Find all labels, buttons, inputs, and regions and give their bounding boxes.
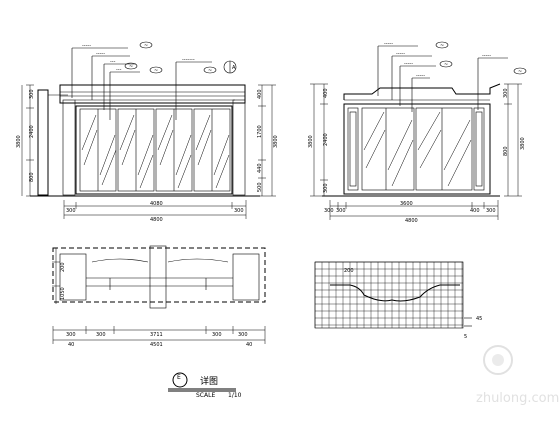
svg-text:~: ~ [518,69,522,75]
svg-text:400: 400 [323,88,329,98]
left-bubble-4 [203,66,217,74]
svg-text:300: 300 [238,332,248,338]
svg-text:~: ~ [208,68,212,74]
svg-text:300: 300 [29,89,35,99]
svg-text:500: 500 [257,182,263,192]
left-callout-4: --- [116,67,122,73]
svg-text:300: 300 [323,183,329,193]
plan-bottom-dims: 300 300 3711 300 300 4501 40 40 [52,326,266,348]
right-elevation: ----- ----- ----- ----- ----- ~ ~ ~ [308,41,527,224]
svg-text:3800: 3800 [520,137,526,150]
watermark-text: zhulong.com [476,391,559,406]
svg-text:~: ~ [440,43,444,49]
svg-text:300: 300 [96,332,106,338]
svg-text:~: ~ [154,68,158,74]
left-bubble-1 [139,41,153,49]
svg-text:~: ~ [129,64,133,70]
detail-symbol-circle [172,372,188,388]
right-elev-left-dims: 400 2400 300 3800 [308,83,329,197]
plan-center-post [149,245,167,309]
detail-grid-lines [314,261,463,328]
svg-text:2400: 2400 [29,125,35,138]
watermark-logo-icon [483,345,513,375]
right-bubble-2 [439,60,453,68]
svg-text:300: 300 [234,208,244,214]
svg-text:4501: 4501 [150,342,163,348]
left-callout-1: ----- [82,43,91,49]
svg-text:5: 5 [464,334,467,340]
left-pilaster [37,89,49,196]
svg-text:300: 300 [66,208,76,214]
svg-text:300: 300 [486,208,496,214]
watermark: zhulong.com [476,345,559,406]
detail-grid: 200 45 5 [314,261,482,340]
detail-profile-curve [330,284,460,302]
svg-text:800: 800 [503,146,509,156]
right-bubble-3 [513,67,527,75]
svg-text:4800: 4800 [405,218,418,224]
svg-text:440: 440 [257,163,263,173]
right-callout-4: ----- [416,73,425,79]
svg-text:800: 800 [29,172,35,182]
svg-text:4080: 4080 [150,201,163,207]
right-elev-bottom-dims: 300 300 3600 400 300 4800 [324,200,499,224]
left-glass-panels [79,108,231,192]
right-callouts: ----- ----- ----- ----- ----- ~ ~ ~ [377,41,527,112]
left-callouts: ----- ----- --- --- ------- ~ ~ ~ ~ A [71,41,237,120]
left-callout-2: ----- [96,51,105,57]
right-callout-2: ----- [396,51,405,57]
svg-text:300: 300 [503,88,509,98]
svg-text:300: 300 [212,332,222,338]
right-crown-molding [343,83,501,100]
left-elev-bottom-dims: 300 4080 300 4800 [63,200,247,223]
svg-text:40: 40 [246,342,252,348]
right-callout-3: ----- [404,61,413,67]
svg-text:~: ~ [444,62,448,68]
svg-text:200: 200 [60,262,66,272]
svg-text:1050: 1050 [60,287,66,300]
right-callout-1: ----- [384,41,393,47]
svg-text:400: 400 [257,89,263,99]
left-bubble-2 [124,62,138,70]
caption-scale-value: 1/10 [228,392,242,399]
plan-outline [52,247,266,303]
left-callout-3: --- [110,59,116,65]
svg-text:40: 40 [68,342,74,348]
svg-text:~: ~ [144,43,148,49]
svg-text:300: 300 [324,208,334,214]
right-callout-5: ----- [482,53,491,59]
left-cornice [59,84,246,104]
left-callout-5: ------- [182,57,195,63]
left-elev-left-dims: 300 2400 800 3800 [16,84,35,197]
svg-text:200: 200 [344,268,354,274]
svg-text:45: 45 [476,316,482,322]
svg-text:400: 400 [470,208,480,214]
svg-text:300: 300 [336,208,346,214]
svg-text:3600: 3600 [400,201,413,207]
detail-caption: E 详图 SCALE 1/10 [168,372,242,399]
svg-text:300: 300 [66,332,76,338]
caption-title: 详图 [200,375,218,387]
plan-view: 200 1050 300 300 3711 300 300 4501 40 40 [52,245,266,348]
svg-text:3800: 3800 [273,135,279,148]
detail-symbol: E [177,374,181,381]
svg-text:3800: 3800 [308,135,314,148]
left-bubble-3 [149,66,163,74]
left-door-frame [75,105,233,195]
right-frame [343,103,491,195]
svg-text:A: A [232,65,236,71]
svg-text:3800: 3800 [16,135,22,148]
right-elev-right-dims: 300 800 3800 [503,83,526,197]
left-elev-right-dims: 400 1700 440 500 3800 [257,84,279,197]
svg-text:1700: 1700 [257,125,263,138]
left-elevation: ----- ----- --- --- ------- ~ ~ ~ ~ A [16,41,279,223]
right-bubble-1 [435,41,449,49]
svg-text:3711: 3711 [150,332,163,338]
svg-text:2400: 2400 [323,133,329,146]
caption-scale-label: SCALE [196,392,215,399]
right-glass-panels [361,107,473,191]
svg-text:4800: 4800 [150,217,163,223]
